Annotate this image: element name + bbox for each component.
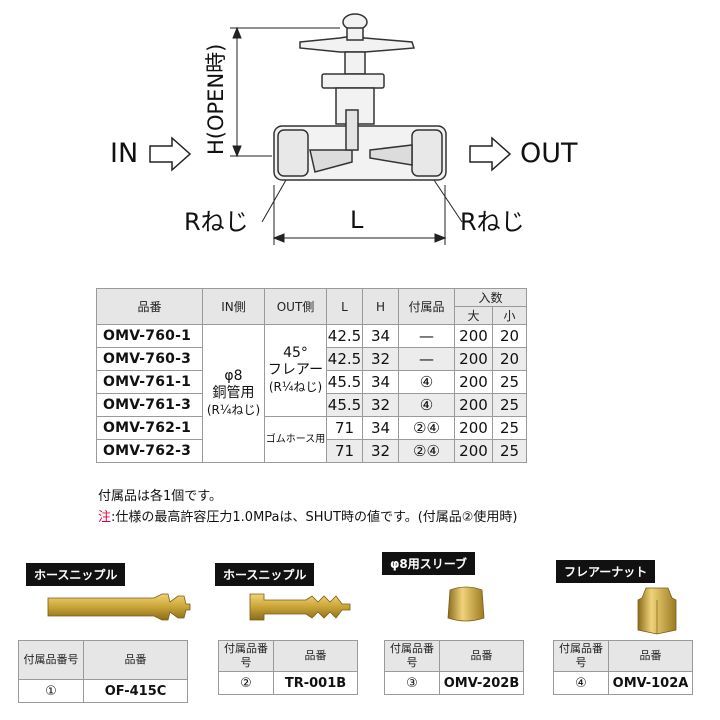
row-large: 200	[454, 347, 493, 371]
row-l: 42.5	[326, 324, 363, 348]
row-large: 200	[454, 370, 493, 394]
acc-part: OMV-102A	[608, 671, 693, 695]
row-acc: —	[398, 347, 455, 371]
hose-nipple-1-icon	[47, 593, 191, 621]
hose-nipple-2-icon	[249, 593, 351, 621]
in-thread: (R¼ねじ)	[206, 403, 261, 417]
acc-part: OMV-202B	[439, 671, 524, 695]
row-l: 42.5	[326, 347, 363, 371]
header-model: 品番	[96, 288, 203, 325]
acc-no: ②	[218, 671, 274, 695]
row-h: 32	[362, 439, 399, 463]
out-side-cell: 45° フレアー (R¼ねじ)	[264, 324, 327, 417]
acc-head-no: 付属品番号	[218, 640, 274, 672]
thread-right-label: Rねじ	[460, 208, 525, 236]
row-model: OMV-761-3	[96, 393, 203, 417]
header-small: 小	[492, 306, 527, 325]
row-model: OMV-762-3	[96, 439, 203, 463]
in-type: 銅管用	[212, 385, 255, 401]
out-label: OUT	[520, 138, 578, 169]
row-acc: —	[398, 324, 455, 348]
valve-diagram	[149, 13, 512, 245]
accessory-1-title: ホースニップル	[26, 563, 126, 586]
row-small: 25	[492, 370, 527, 394]
header-quantity: 入数	[454, 288, 527, 307]
row-small: 25	[492, 393, 527, 417]
acc-head-no: 付属品番号	[384, 640, 440, 672]
header-l: L	[326, 288, 363, 325]
in-size: φ8	[224, 368, 243, 384]
height-label: H(OPEN時)	[204, 43, 228, 155]
row-small: 25	[492, 439, 527, 463]
acc-head-part: 品番	[83, 640, 188, 680]
out-type: フレアー	[267, 362, 324, 378]
acc-head-no: 付属品番号	[553, 640, 609, 672]
out-rubber-cell: ゴムホース用	[264, 416, 327, 463]
note-line-1: 付属品は各1個です。	[98, 489, 222, 504]
accessory-2-title: ホースニップル	[215, 563, 315, 586]
acc-part: TR-001B	[273, 671, 358, 695]
acc-no: ④	[553, 671, 609, 695]
row-model: OMV-762-1	[96, 416, 203, 440]
note-prefix: 注	[98, 510, 112, 525]
accessory-3-title: φ8用スリーブ	[382, 552, 476, 575]
sleeve-icon	[447, 586, 485, 622]
row-large: 200	[454, 439, 493, 463]
in-label: IN	[110, 138, 139, 169]
accessory-4-title: フレアーナット	[556, 560, 656, 583]
note-text: :仕様の最高許容圧力1.0MPaは、SHUT時の値です。(付属品②使用時)	[111, 510, 518, 525]
length-label: L	[350, 206, 364, 234]
acc-head-no: 付属品番号	[18, 640, 84, 680]
row-h: 32	[362, 393, 399, 417]
out-thread: (R¼ねじ)	[268, 380, 323, 394]
note-line-2: 注:仕様の最高許容圧力1.0MPaは、SHUT時の値です。(付属品②使用時)	[98, 507, 518, 528]
out-arrow-icon	[469, 136, 512, 172]
header-large: 大	[454, 306, 493, 325]
row-large: 200	[454, 324, 493, 348]
row-model: OMV-760-1	[96, 324, 203, 348]
row-large: 200	[454, 416, 493, 440]
row-l: 71	[326, 439, 363, 463]
acc-head-part: 品番	[608, 640, 693, 672]
row-small: 25	[492, 416, 527, 440]
row-acc: ②④	[398, 439, 455, 463]
row-l: 45.5	[326, 393, 363, 417]
row-l: 71	[326, 416, 363, 440]
row-acc: ④	[398, 393, 455, 417]
acc-head-part: 品番	[439, 640, 524, 672]
notes: 付属品は各1個です。 注:仕様の最高許容圧力1.0MPaは、SHUT時の値です。…	[98, 486, 518, 528]
row-acc: ④	[398, 370, 455, 394]
row-acc: ②④	[398, 416, 455, 440]
in-arrow-icon	[149, 136, 192, 172]
row-l: 45.5	[326, 370, 363, 394]
acc-no: ③	[384, 671, 440, 695]
spec-table: 品番 IN側 OUT側 L H 付属品 入数 大 小 OMV-760-1 φ8 …	[96, 288, 527, 463]
row-small: 20	[492, 324, 527, 348]
row-h: 34	[362, 370, 399, 394]
header-accessory: 付属品	[398, 288, 455, 325]
row-model: OMV-760-3	[96, 347, 203, 371]
thread-left-label: Rねじ	[184, 208, 249, 236]
row-h: 34	[362, 324, 399, 348]
valve-body	[273, 13, 447, 181]
flare-nut-icon	[637, 587, 677, 635]
row-small: 20	[492, 347, 527, 371]
acc-head-part: 品番	[273, 640, 358, 672]
acc-no: ①	[18, 679, 84, 703]
out-angle: 45°	[283, 345, 308, 361]
row-large: 200	[454, 393, 493, 417]
row-h: 34	[362, 416, 399, 440]
row-model: OMV-761-1	[96, 370, 203, 394]
in-side-cell: φ8 銅管用 (R¼ねじ)	[202, 324, 265, 463]
row-h: 32	[362, 347, 399, 371]
acc-part: OF-415C	[83, 679, 188, 703]
header-out: OUT側	[264, 288, 327, 325]
header-h: H	[362, 288, 399, 325]
header-in: IN側	[202, 288, 265, 325]
